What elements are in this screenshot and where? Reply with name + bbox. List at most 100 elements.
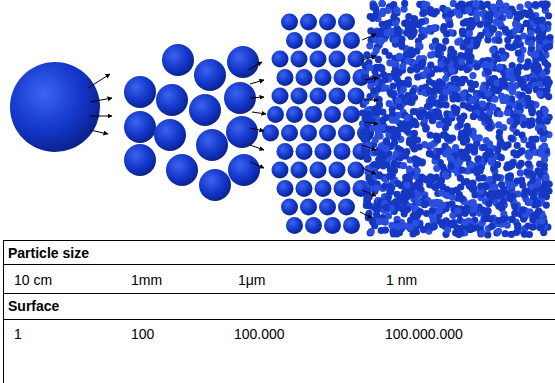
surface-value: 100.000 [234, 326, 285, 342]
particle [453, 109, 460, 116]
particle [479, 229, 486, 236]
particle [536, 110, 543, 117]
particle [504, 36, 511, 43]
particle [468, 162, 475, 169]
particle [526, 153, 533, 160]
particle [532, 136, 539, 143]
particle [495, 86, 502, 93]
particle [286, 106, 303, 123]
particle [404, 58, 411, 65]
particle [386, 52, 393, 59]
particle [379, 10, 386, 17]
particle [433, 174, 440, 181]
particle [479, 3, 486, 10]
particle [505, 173, 512, 180]
particle [509, 85, 516, 92]
particle [378, 156, 385, 163]
particle [447, 163, 454, 170]
particle [227, 46, 259, 78]
arrow [248, 62, 262, 70]
particle [459, 167, 466, 174]
particle [395, 223, 402, 230]
nano-particles [359, 0, 554, 238]
particle [473, 103, 480, 110]
particle [319, 199, 336, 216]
particle [410, 140, 417, 147]
particle [373, 185, 380, 192]
particle [408, 191, 415, 198]
particle [489, 47, 496, 54]
particle [427, 150, 434, 157]
particle [517, 56, 524, 63]
particle [425, 112, 432, 119]
particle [398, 40, 405, 47]
particle [517, 13, 524, 20]
particle [376, 101, 383, 108]
particle [471, 185, 478, 192]
particle [475, 35, 482, 42]
particle [377, 38, 384, 45]
particle [480, 144, 487, 151]
particle [519, 182, 526, 189]
particle [442, 171, 449, 178]
arrow [90, 98, 112, 102]
particle [426, 150, 433, 157]
size-value: 1mm [131, 272, 162, 288]
particle [395, 180, 402, 187]
large-particle [10, 62, 100, 152]
particle [462, 219, 469, 226]
particle [435, 51, 442, 58]
particle [370, 3, 377, 10]
particle [281, 199, 298, 216]
arrow [250, 145, 264, 150]
particle [315, 143, 332, 160]
particle [329, 88, 346, 105]
particle [286, 32, 303, 49]
particle [537, 128, 544, 135]
particle [463, 66, 470, 73]
particle [272, 51, 289, 68]
particle [310, 162, 327, 179]
particle [507, 118, 514, 125]
particle [512, 20, 519, 27]
particle [386, 59, 393, 66]
particle [528, 13, 535, 20]
particle [461, 76, 468, 83]
particle [505, 30, 512, 37]
particle [364, 197, 371, 204]
particle [530, 51, 537, 58]
particle [315, 69, 332, 86]
particle [392, 36, 399, 43]
particle [402, 152, 409, 159]
particle [360, 129, 367, 136]
arrow [362, 190, 376, 196]
particle [305, 106, 322, 123]
arrow [90, 116, 112, 117]
arrow [250, 162, 264, 168]
particle [486, 124, 493, 131]
particle [300, 199, 317, 216]
particle [296, 180, 313, 197]
particle [485, 90, 492, 97]
arrow [362, 168, 376, 174]
particle [428, 95, 435, 102]
particle [454, 39, 461, 46]
particle [440, 27, 447, 34]
particle [422, 200, 429, 207]
particle [508, 216, 515, 223]
surface-value: 100 [131, 326, 154, 342]
particle [390, 14, 397, 21]
arrow [362, 145, 376, 150]
particle [315, 180, 332, 197]
particle [472, 1, 479, 8]
particle [415, 191, 422, 198]
particle [281, 14, 298, 31]
particle [366, 64, 373, 71]
particle [415, 198, 422, 205]
particle [439, 202, 446, 209]
particle [410, 212, 417, 219]
particle [281, 125, 298, 142]
particle [496, 133, 503, 140]
particle [432, 184, 439, 191]
particle [124, 76, 156, 108]
